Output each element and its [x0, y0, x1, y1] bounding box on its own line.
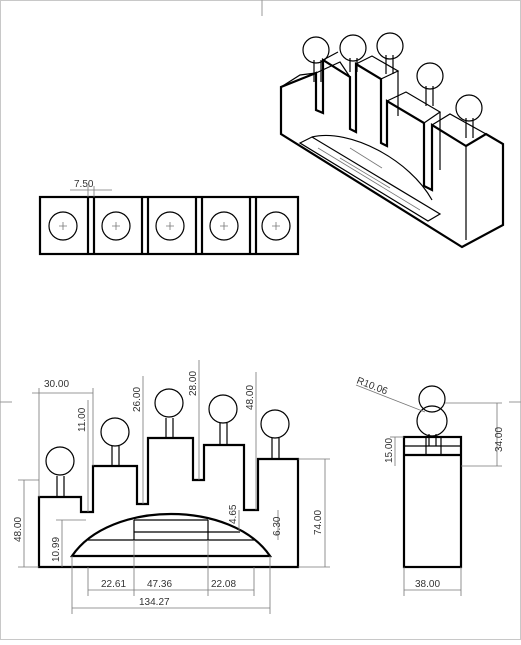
dim-630: 6.30: [272, 516, 283, 536]
iso-ball-5: [455, 94, 483, 122]
dim-1099: 10.99: [51, 537, 62, 562]
dim-465: 4.65: [228, 504, 239, 524]
dim-28: 28.00: [188, 371, 199, 396]
front-view-outline: [37, 436, 300, 569]
iso-front-face: [279, 58, 505, 249]
dim-spacing: 7.50: [74, 179, 94, 190]
side-view-ball: [416, 385, 448, 446]
front-ball-2: [100, 417, 130, 447]
dim-radius: R10.06: [355, 376, 389, 398]
top-circle-3: [155, 211, 185, 241]
front-view-arch: [69, 513, 273, 558]
dim-11: 11.00: [77, 407, 88, 432]
top-view-outline: [38, 195, 300, 256]
iso-arch-slot: [298, 136, 442, 222]
dim-48-left: 48.00: [13, 517, 24, 542]
front-view: 30.00 11.00 26.00 28.00 48.00 48.00 74.0…: [13, 360, 330, 614]
dim-2261: 22.61: [101, 579, 126, 590]
dim-4736: 47.36: [147, 579, 172, 590]
dim-30: 30.00: [44, 379, 69, 390]
top-circle-2: [101, 211, 131, 241]
side-view: R10.06 15.00 34.00 38.00: [355, 376, 505, 596]
side-ball-back: [418, 385, 446, 413]
top-circle-5: [261, 211, 291, 241]
iso-ball-3: [376, 32, 404, 60]
front-view-dimensions: 30.00 11.00 26.00 28.00 48.00 48.00 74.0…: [13, 360, 330, 614]
top-circle-4: [209, 211, 239, 241]
side-ball-front: [416, 405, 448, 437]
dim-48-top: 48.00: [245, 385, 256, 410]
dim-26: 26.00: [132, 387, 143, 412]
front-ball-3: [154, 388, 184, 418]
iso-ball-1: [302, 36, 330, 64]
top-view: 7.50: [38, 179, 300, 256]
top-view-pin-circles: [48, 211, 291, 241]
dim-34: 34.00: [494, 427, 505, 452]
iso-pins: [302, 32, 483, 138]
front-ball-5: [260, 409, 290, 439]
front-ball-1: [45, 446, 75, 476]
iso-ball-4: [416, 62, 444, 90]
dim-15: 15.00: [384, 438, 395, 463]
front-view-pins: [45, 388, 290, 497]
side-view-outline: [402, 435, 463, 569]
front-ball-4: [208, 394, 238, 424]
isometric-view: [279, 32, 505, 249]
iso-ball-2: [339, 34, 367, 62]
dim-2208: 22.08: [211, 579, 236, 590]
dim-13427: 134.27: [139, 597, 170, 608]
dim-74: 74.00: [313, 510, 324, 535]
dim-38: 38.00: [415, 579, 440, 590]
top-circle-1: [48, 211, 78, 241]
